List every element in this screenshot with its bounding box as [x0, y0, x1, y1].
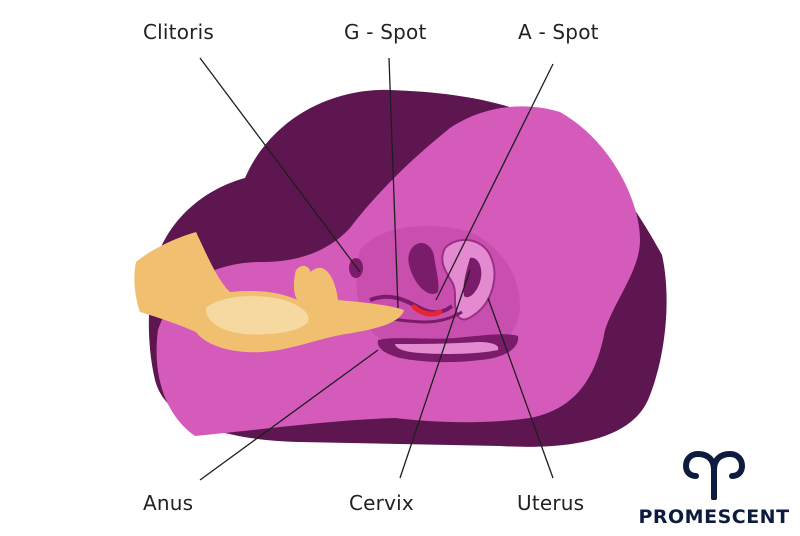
label-clitoris: Clitoris	[143, 20, 214, 44]
rectum-highlight	[395, 342, 499, 354]
label-anus: Anus	[143, 491, 194, 515]
uterus-cavity	[463, 257, 482, 298]
label-g-spot: G - Spot	[344, 20, 427, 44]
label-a-spot: A - Spot	[518, 20, 599, 44]
leader-line-anus	[199, 349, 379, 481]
leader-line-g-spot	[388, 57, 399, 309]
label-cervix: Cervix	[349, 491, 414, 515]
leader-line-clitoris	[199, 57, 361, 273]
brand-name: PROMESCENT	[638, 506, 790, 528]
brand-logo: PROMESCENT	[634, 450, 794, 528]
label-uterus: Uterus	[517, 491, 585, 515]
vaginal-canal	[369, 294, 454, 315]
bladder-shape	[408, 242, 439, 295]
hand-finger	[293, 265, 312, 302]
g-spot-mark	[411, 304, 443, 317]
aries-symbol-icon	[682, 450, 746, 501]
hand-highlight	[205, 296, 309, 335]
leader-line-a-spot	[435, 63, 554, 301]
hand-arm	[134, 232, 404, 353]
leader-line-uterus	[487, 297, 554, 479]
leader-line-cervix	[399, 269, 471, 479]
